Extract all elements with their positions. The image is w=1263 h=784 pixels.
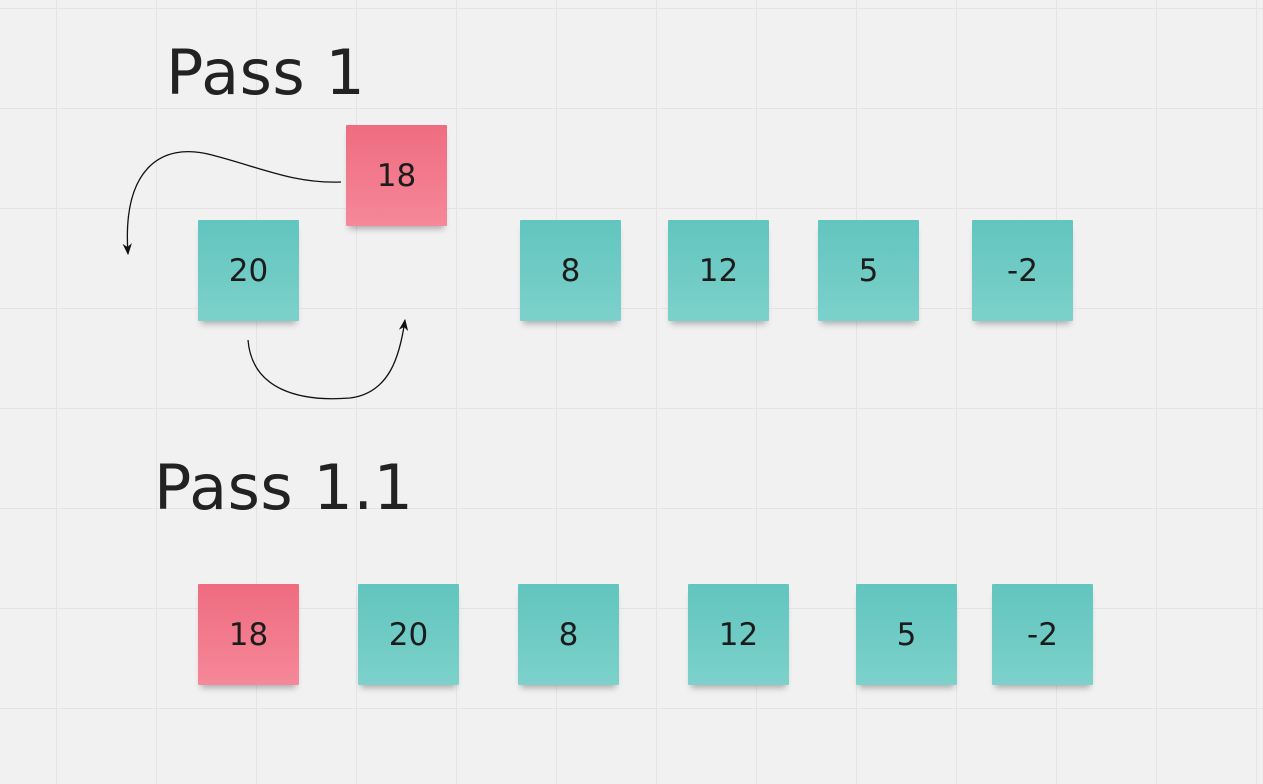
sticky-note[interactable]: -2 [992,584,1093,685]
note-value: 5 [858,252,879,289]
note-value: 8 [560,252,581,289]
note-value: 18 [376,157,417,194]
note-value: 8 [558,616,579,653]
sticky-note[interactable]: 5 [856,584,957,685]
arrow-18-to-front[interactable] [122,151,342,256]
sticky-note-lifted[interactable]: 18 [346,125,447,226]
note-value: -2 [1027,616,1058,653]
pass-1-heading: Pass 1 [166,36,366,109]
sticky-note[interactable]: 18 [198,584,299,685]
sticky-note[interactable]: 12 [688,584,789,685]
sticky-note[interactable]: 5 [818,220,919,321]
note-value: 20 [228,252,269,289]
sticky-note[interactable]: 12 [668,220,769,321]
sticky-note[interactable]: 20 [198,220,299,321]
sticky-note[interactable]: 8 [518,584,619,685]
note-value: 12 [718,616,759,653]
arrow-20-shift-right[interactable] [247,318,409,400]
note-value: 5 [896,616,917,653]
sticky-note[interactable]: 20 [358,584,459,685]
pass-1-1-heading: Pass 1.1 [154,451,414,524]
note-value: 18 [228,616,269,653]
note-value: -2 [1007,252,1038,289]
note-value: 12 [698,252,739,289]
sticky-note[interactable]: -2 [972,220,1073,321]
sticky-note[interactable]: 8 [520,220,621,321]
note-value: 20 [388,616,429,653]
